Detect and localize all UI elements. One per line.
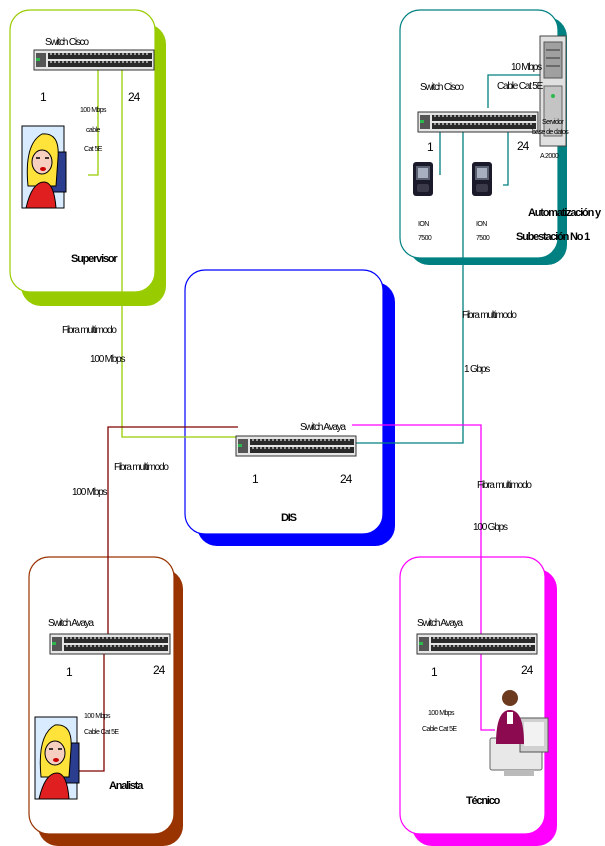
switch-label: Switch Cisco (420, 82, 464, 93)
port-last: 24 (340, 472, 353, 486)
ion-label-1: ION (418, 221, 429, 228)
zone-dis-name: DIS (281, 512, 297, 524)
tecnico-local-label-2: Cable Cat 5E (422, 726, 457, 733)
tecnico-uplink-label-1: Fibra multimodo (477, 480, 532, 491)
server-label-1: Servidor (542, 119, 565, 126)
switch-icon (417, 634, 537, 654)
zone-tecnico-box (400, 557, 545, 834)
meter-icon (472, 162, 492, 196)
automation-uplink-label-1: Fibra multimodo (462, 310, 517, 321)
switch-label: Switch Avaya (417, 618, 464, 629)
zone-dis-box (185, 270, 383, 534)
port-last: 24 (128, 90, 141, 104)
switch-icon (50, 634, 170, 654)
zone-automation-name-1: Automatización y (528, 207, 602, 219)
ion-label-2: 7500 (476, 235, 490, 242)
zone-dis (185, 270, 395, 546)
supervisor-uplink-label-2: 100 Mbps (90, 354, 126, 365)
ion-label-2: 7500 (418, 235, 432, 242)
port-last: 24 (521, 663, 534, 677)
analista-uplink-label-1: Fibra multimodo (114, 462, 169, 473)
server-label-2: base de datos (532, 129, 569, 136)
supervisor-uplink-label-1: Fibra multimodo (62, 325, 117, 336)
automation-server-label-2: Cable Cat 5E (497, 81, 544, 92)
analista-user-icon (35, 717, 79, 799)
zone-analista (29, 557, 183, 846)
supervisor-local-label-2: cable (86, 127, 100, 134)
supervisor-user-icon (22, 126, 66, 208)
supervisor-local-label-1: 100 Mbps (80, 107, 107, 114)
port-last: 24 (153, 663, 166, 677)
zone-tecnico-name: Técnico (466, 795, 501, 807)
switch-icon (236, 436, 356, 456)
meter-icon (413, 162, 433, 196)
zone-analista-name: Analista (109, 780, 144, 792)
port-last: 24 (517, 139, 530, 153)
switch-icon (34, 50, 154, 70)
switch-label: Switch Avaya (48, 618, 95, 629)
zone-automation-name-2: Subestación No 1 (516, 231, 590, 243)
switch-label: Switch Cisco (45, 37, 89, 48)
automation-server-label-1: 10 Mbps (511, 62, 542, 73)
supervisor-local-label-3: Cat 5E (84, 146, 103, 153)
ion-label-1: ION (476, 221, 487, 228)
tecnico-uplink-label-2: 100 Gbps (473, 522, 508, 533)
analista-local-label-2: Cable Cat 5E (84, 729, 119, 736)
analista-local-label-1: 100 Mbps (84, 713, 111, 720)
zone-supervisor-name: Supervisor (71, 253, 118, 265)
switch-label: Switch Avaya (300, 422, 347, 433)
automation-uplink-label-2: 1 Gbps (464, 364, 490, 375)
switch-icon (418, 112, 538, 132)
server-label-3: A 2000 (540, 153, 559, 160)
tecnico-local-label-1: 100 Mbps (428, 710, 455, 717)
analista-uplink-label-2: 100 Mbps (72, 487, 108, 498)
